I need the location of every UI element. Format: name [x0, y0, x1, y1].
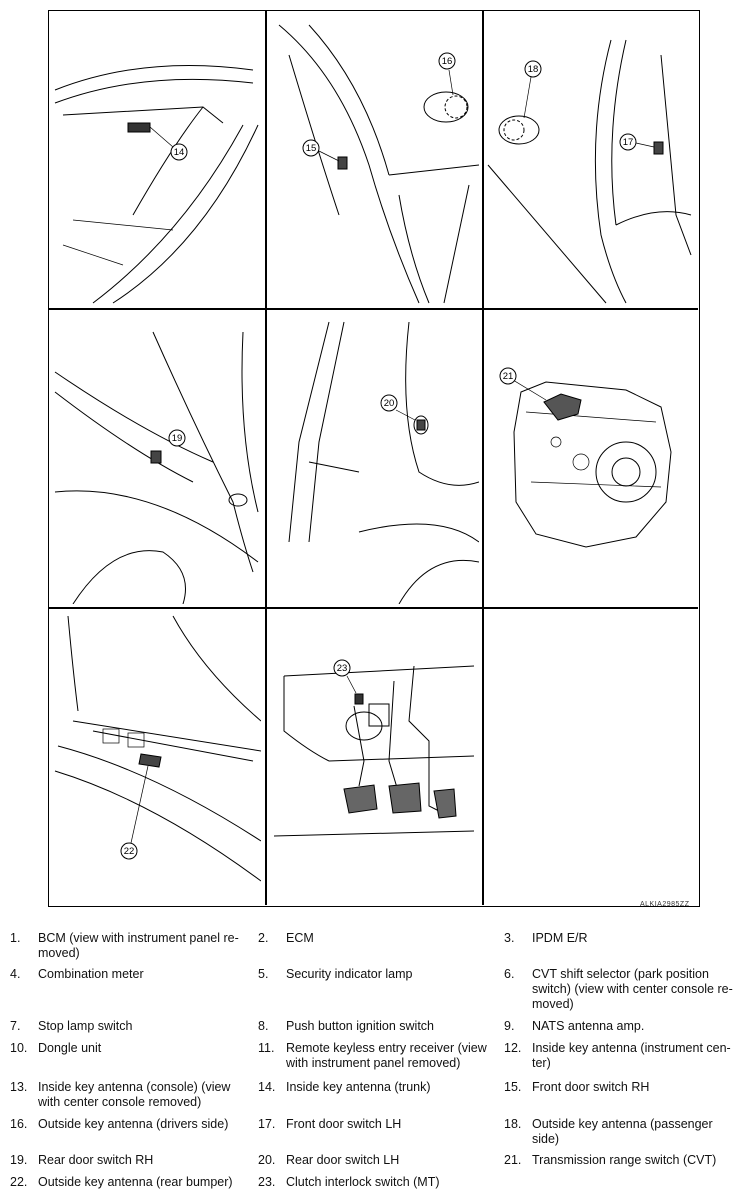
figure-grid: 14 15 16 17 [48, 10, 700, 907]
panel-rear-door-lh: 20 [269, 312, 479, 604]
callout-15: 15 [306, 143, 317, 154]
callout-22: 22 [124, 846, 135, 857]
panel-front-door-lh: 17 18 [486, 15, 694, 305]
grid-divider-v1 [265, 11, 267, 905]
callout-14: 14 [174, 147, 185, 158]
grid-divider-h1 [49, 308, 698, 310]
callout-19: 19 [172, 433, 183, 444]
panel-front-door-rh: 15 16 [269, 15, 479, 305]
grid-divider-v2 [482, 11, 484, 905]
callout-20: 20 [384, 398, 395, 409]
callout-23: 23 [337, 663, 348, 674]
callout-21: 21 [503, 371, 514, 382]
panel-transmission-range-switch: 21 [486, 312, 694, 604]
grid-divider-h2 [49, 607, 698, 609]
callout-18: 18 [528, 64, 539, 75]
panel-rear-bumper-antenna: 22 [53, 611, 261, 901]
figure-code: ALKIA2985ZZ [640, 901, 690, 908]
panel-trunk-antenna: 14 [53, 15, 261, 305]
panel-empty [486, 611, 694, 901]
panel-rear-door-rh: 19 [53, 312, 261, 604]
callout-16: 16 [442, 56, 453, 67]
callout-17: 17 [623, 137, 634, 148]
panel-clutch-interlock-switch: 23 [269, 611, 479, 901]
